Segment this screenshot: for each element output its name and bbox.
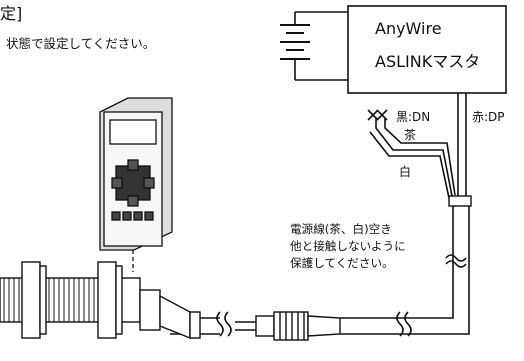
cable-jacket-end <box>448 195 472 207</box>
master-box-line1: AnyWire <box>375 19 442 38</box>
cylindrical-sensor <box>0 261 201 340</box>
power-supply-icon <box>280 11 348 81</box>
label-red-dp: 赤:DP <box>472 110 505 124</box>
note-line2: 他と接触しないように <box>290 239 406 253</box>
label-black-dn: 黒:DN <box>396 110 431 124</box>
label-white: 白 <box>399 165 412 179</box>
protection-note: 電源線(茶、白)空き 他と接触しないように 保護してください。 <box>290 221 406 272</box>
note-line1: 電源線(茶、白)空き <box>290 222 392 236</box>
master-box <box>347 5 507 94</box>
header-bracket-text: 定] <box>0 4 23 23</box>
note-line3: 保護してください。 <box>290 256 394 270</box>
header-instruction: 状態で設定してください。 <box>6 36 156 51</box>
handheld-programmer <box>99 97 173 272</box>
label-brown: 茶 <box>404 128 417 142</box>
master-box-line2: ASLINKマスタ <box>375 52 481 71</box>
cable-connector <box>255 311 341 341</box>
